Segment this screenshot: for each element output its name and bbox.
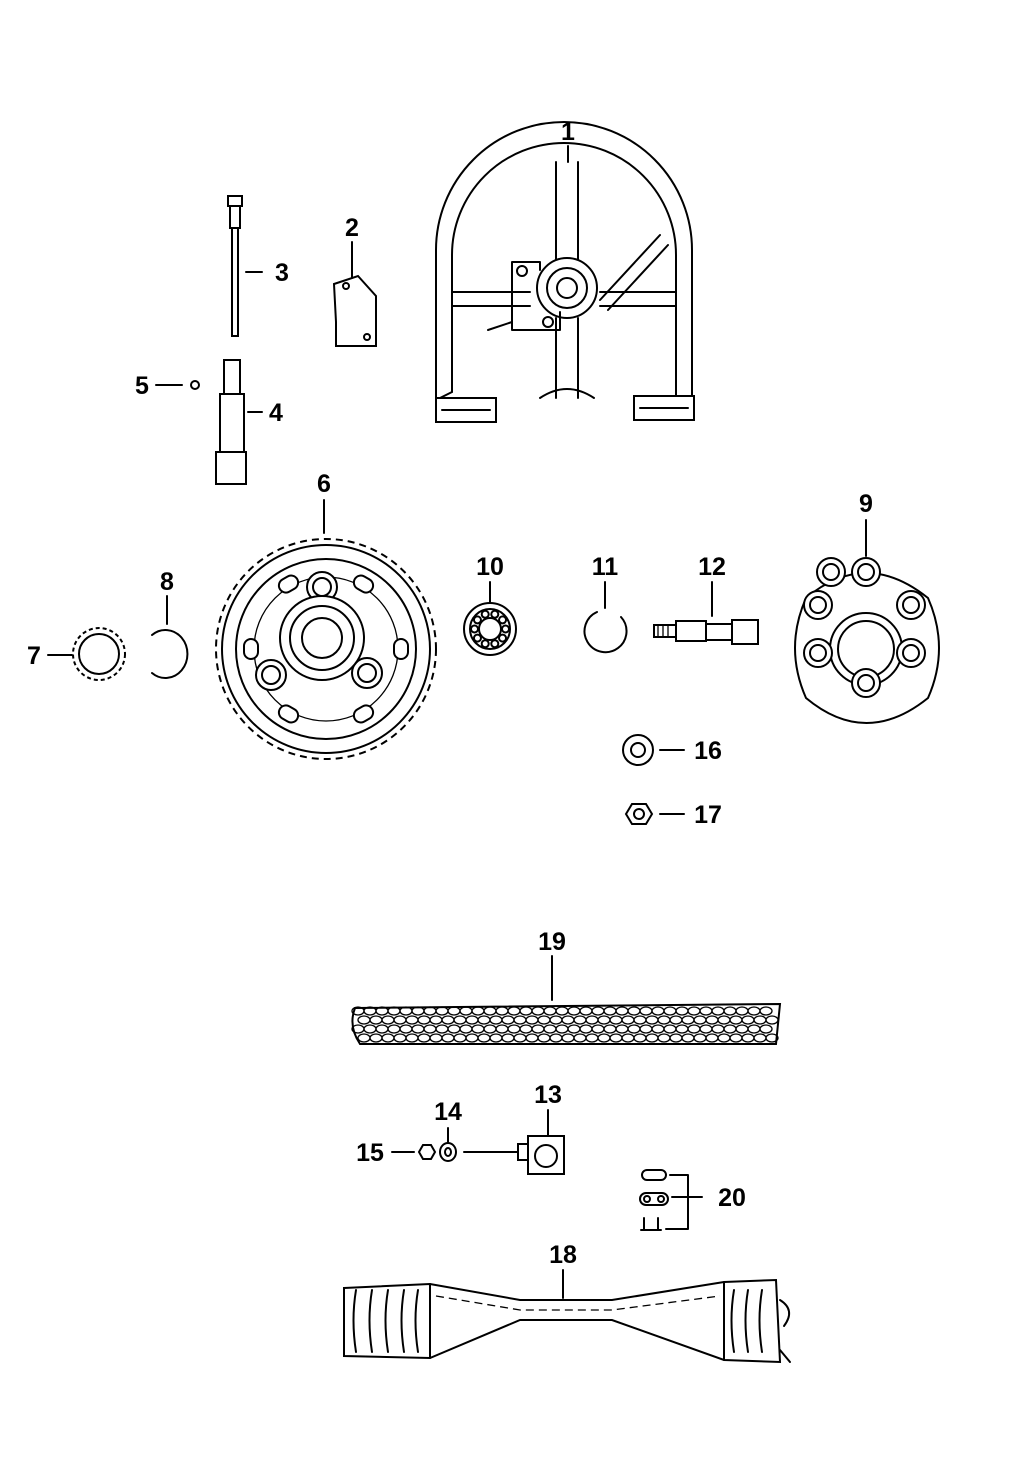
label-12: 12 xyxy=(698,553,726,581)
part-16-washer: 16 xyxy=(622,734,722,766)
label-16: 16 xyxy=(694,737,722,765)
part-3-adjuster-rod: 3 xyxy=(227,195,289,337)
boot-rib xyxy=(758,1289,763,1353)
part-9-cush-drive-damper: 9 xyxy=(794,490,940,724)
part-1-chain-guard: 1 xyxy=(435,118,695,423)
part-11-snap-ring: 11 xyxy=(583,553,628,654)
part-7-splined-ring: 7 xyxy=(27,627,126,681)
part-18-chain-boot: 18 xyxy=(343,1241,791,1364)
label-2: 2 xyxy=(345,214,359,242)
boot-rib xyxy=(352,1289,357,1353)
label-5: 5 xyxy=(135,372,149,400)
label-10: 10 xyxy=(476,553,504,581)
chain-link xyxy=(759,1024,773,1034)
bearing-ball xyxy=(490,609,500,619)
part-19-drive-chain: 19 xyxy=(351,928,782,1045)
boot-rib xyxy=(730,1289,735,1353)
sprocket-slot xyxy=(352,704,375,724)
bearing-ball xyxy=(480,609,490,619)
bearing-ball xyxy=(498,633,508,643)
boot-rib xyxy=(384,1289,389,1353)
sprocket-slot xyxy=(393,638,409,660)
sprocket-slot xyxy=(243,638,259,660)
sprocket-slot xyxy=(277,704,300,724)
label-17: 17 xyxy=(694,801,722,829)
chain-link xyxy=(765,1033,779,1043)
chain-link xyxy=(759,1006,773,1016)
boot-rib xyxy=(400,1289,405,1353)
bearing-ball xyxy=(501,624,510,634)
chain-link xyxy=(765,1015,779,1025)
part-14-washer: 14 xyxy=(434,1098,462,1162)
sprocket-slot xyxy=(352,574,375,594)
label-18: 18 xyxy=(549,1241,577,1269)
label-6: 6 xyxy=(317,470,331,498)
bearing-ball xyxy=(498,615,508,625)
part-17-nut: 17 xyxy=(624,801,722,829)
part-12-stud-bolt: 12 xyxy=(653,553,759,645)
part-6-rear-sprocket: 6 xyxy=(215,470,437,760)
part-10-ball-bearing: 10 xyxy=(463,553,517,656)
label-13: 13 xyxy=(534,1081,562,1109)
part-13-chain-adjuster: 13 xyxy=(463,1081,565,1175)
part-8-circlip: 8 xyxy=(151,568,189,679)
label-7: 7 xyxy=(27,642,41,670)
label-3: 3 xyxy=(275,259,289,287)
part-4-sleeve: 4 xyxy=(215,359,283,485)
label-1: 1 xyxy=(561,118,575,146)
part-5-small-ring: 5 xyxy=(135,372,200,400)
label-20: 20 xyxy=(718,1184,746,1212)
part-20-master-link: 20 xyxy=(639,1169,746,1231)
label-15: 15 xyxy=(356,1139,384,1167)
bearing-ball xyxy=(480,639,490,649)
part-15-small-nut: 15 xyxy=(356,1139,437,1167)
bearing-ball xyxy=(470,624,479,634)
label-19: 19 xyxy=(538,928,566,956)
boot-rib xyxy=(414,1289,419,1353)
boot-rib xyxy=(368,1289,373,1353)
bearing-ball xyxy=(490,639,500,649)
label-8: 8 xyxy=(160,568,174,596)
sprocket-slot xyxy=(277,574,300,594)
boot-rib xyxy=(744,1289,749,1353)
label-9: 9 xyxy=(859,490,873,518)
label-11: 11 xyxy=(592,553,619,581)
bearing-ball xyxy=(472,633,482,643)
label-14: 14 xyxy=(434,1098,462,1126)
part-2-bracket-plate: 2 xyxy=(332,214,377,347)
label-4: 4 xyxy=(269,399,283,427)
bearing-ball xyxy=(472,615,482,625)
